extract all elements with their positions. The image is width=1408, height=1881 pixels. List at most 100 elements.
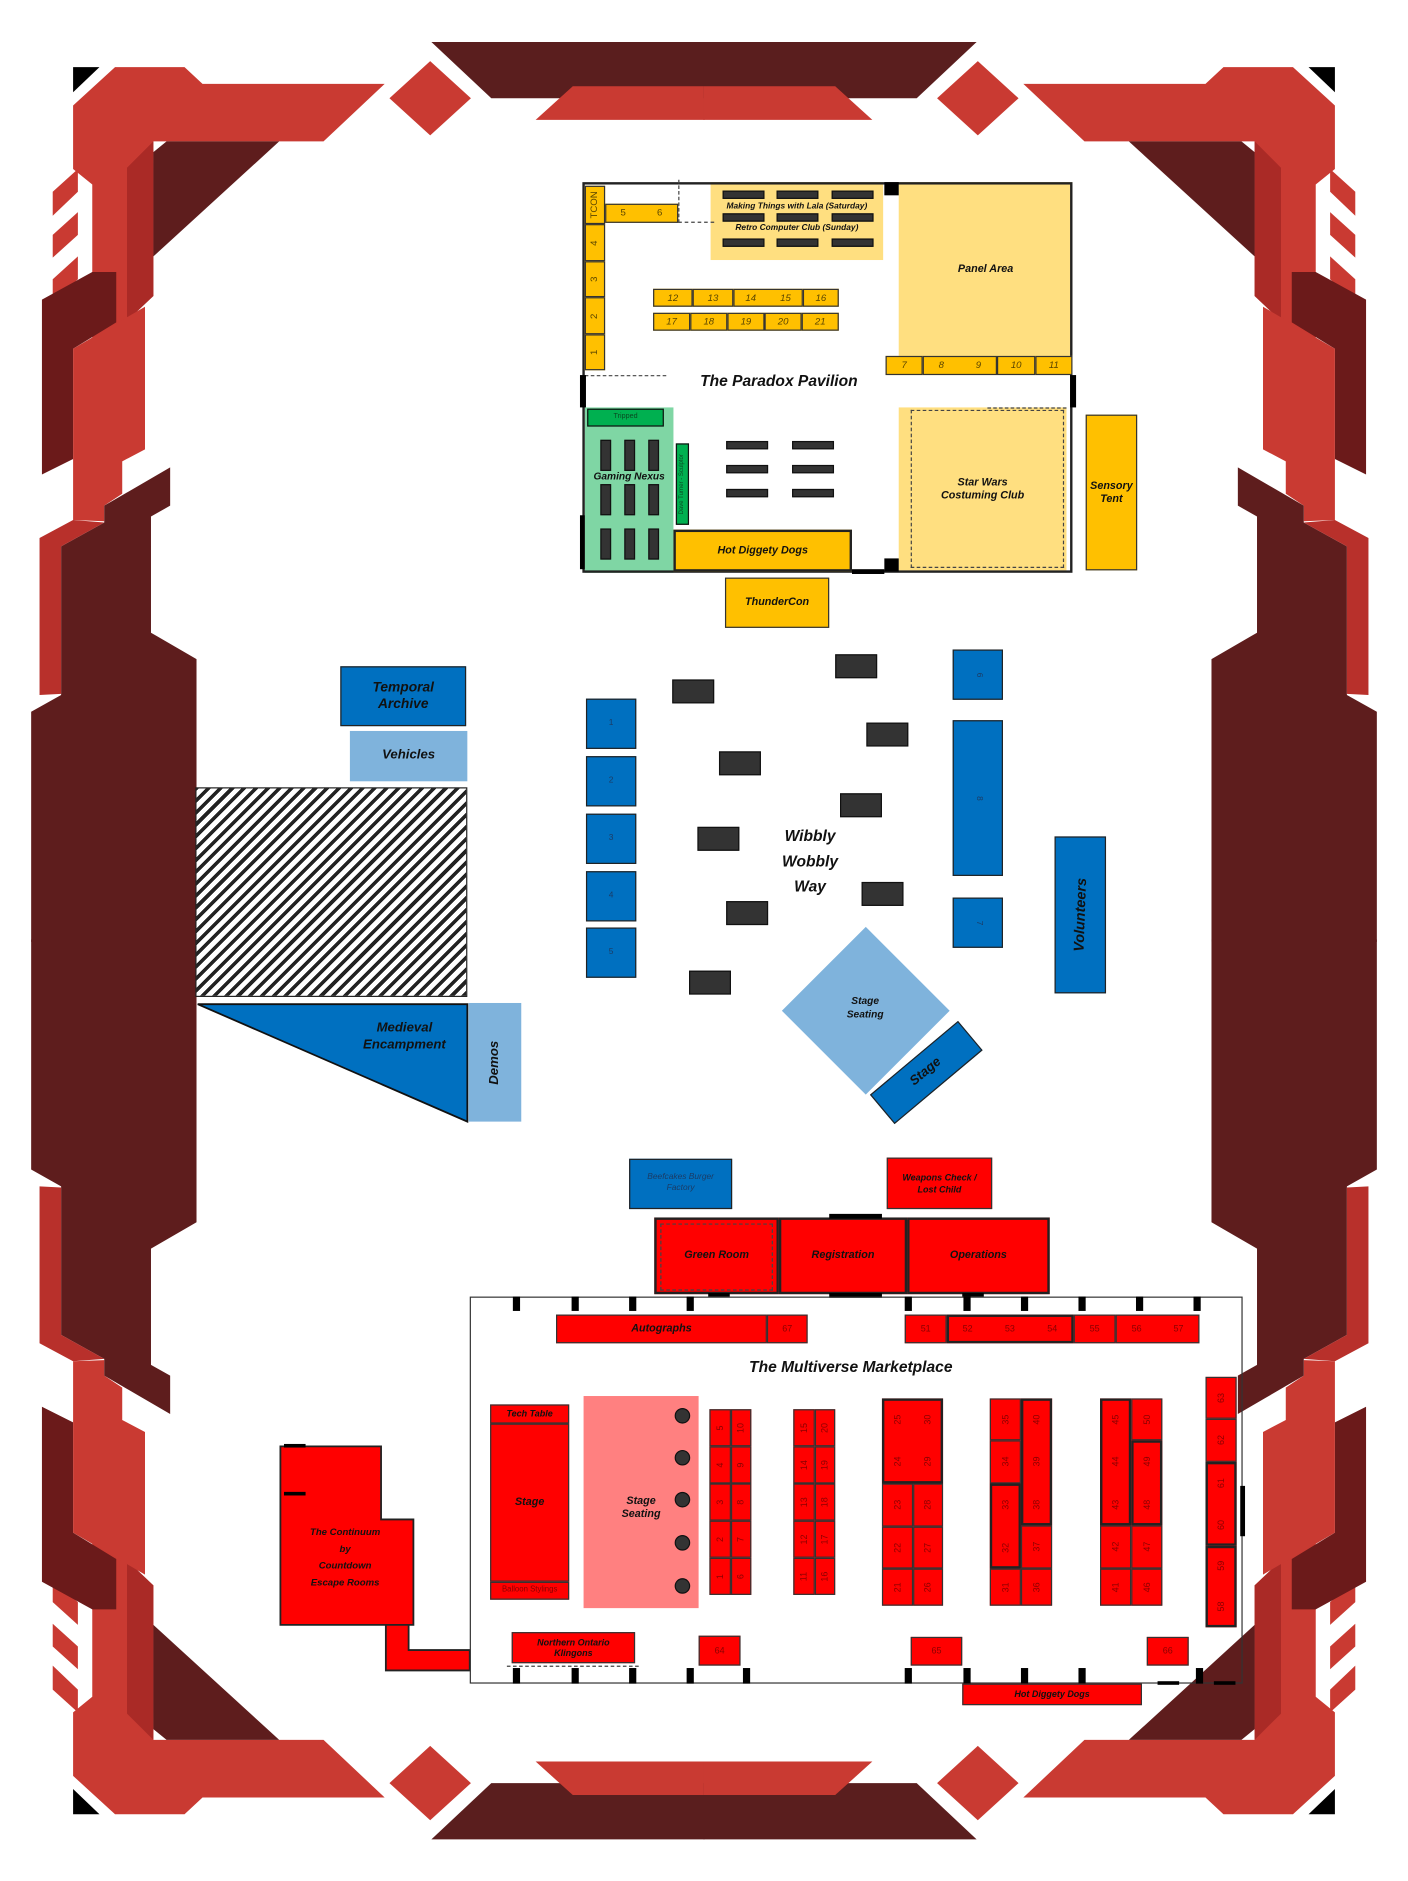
- booth-40: 40: [1021, 1398, 1052, 1440]
- booth-31-label: 31: [999, 1582, 1011, 1593]
- registration-label: Registration: [811, 1249, 875, 1262]
- booth-22-label: 22: [891, 1542, 903, 1553]
- booth-6-label: 6: [735, 1573, 747, 1579]
- booth-tcon-text: TCON: [589, 191, 601, 218]
- booth-2: 2: [709, 1520, 731, 1558]
- medieval-label-label: Medieval: [376, 1021, 433, 1036]
- continuum-label-label: The Continuum: [309, 1526, 381, 1538]
- wall-post: [686, 1668, 694, 1684]
- wall-post: [904, 1668, 912, 1684]
- booth-67-text: 67: [782, 1323, 792, 1334]
- game-table: [624, 439, 636, 471]
- wibbly-booth-1-label: 1: [608, 718, 614, 727]
- booth-66-label: 66: [1162, 1645, 1173, 1657]
- booth-33-label: 33: [999, 1499, 1011, 1510]
- booth-8: 8: [730, 1483, 752, 1521]
- table: [697, 826, 740, 851]
- booth-37-label: 37: [1030, 1542, 1042, 1553]
- booth-12-label: 12: [667, 291, 679, 303]
- booth-63-text: 63: [1215, 1393, 1226, 1403]
- booth-3: 3: [709, 1483, 731, 1521]
- booth-47: 47: [1131, 1525, 1163, 1569]
- table: [672, 679, 715, 704]
- pavilion-title-label: The Paradox Pavilion: [700, 371, 858, 390]
- booth-5-label: 5: [620, 207, 626, 219]
- booth-51: 51: [904, 1314, 947, 1344]
- booth-16-label: 16: [815, 291, 827, 303]
- table: [776, 190, 819, 199]
- booth-27-label: 27: [922, 1542, 933, 1553]
- booth-34: 34: [989, 1440, 1021, 1484]
- booth-43-text: 43: [1110, 1499, 1121, 1509]
- thundercon: ThunderCon: [724, 577, 830, 628]
- hot-diggety-dogs-pavilion: Hot Diggety Dogs: [673, 529, 852, 572]
- door-right: [1240, 1485, 1246, 1537]
- table: [722, 190, 765, 199]
- table: [776, 238, 819, 247]
- booth-2-text: 2: [589, 313, 601, 318]
- booth-62-label: 62: [1215, 1435, 1227, 1446]
- green-room: Green Room: [654, 1217, 779, 1295]
- wall-post: [742, 1668, 751, 1684]
- market-stage: Stage: [490, 1423, 570, 1582]
- booth-63: 63: [1205, 1376, 1237, 1419]
- wall-post: [686, 1296, 694, 1311]
- wall-post: [571, 1296, 579, 1311]
- weapons-check-text: Weapons Check /Lost Child: [902, 1172, 976, 1194]
- booth-60-text: 60: [1215, 1520, 1226, 1530]
- wibbly-booth-8: 8: [952, 720, 1003, 876]
- autographs: Autographs: [556, 1314, 767, 1344]
- wibbly-booth-4-label: 4: [608, 891, 614, 900]
- booth-19-label: 19: [819, 1459, 830, 1470]
- wall-post: [512, 1668, 521, 1684]
- booth-55-label: 55: [1089, 1323, 1100, 1335]
- booth-18: 18: [690, 312, 728, 331]
- volunteers-label: Volunteers: [1070, 877, 1090, 953]
- booth-10-text: 10: [1011, 359, 1022, 371]
- booth-48-label: 48: [1141, 1499, 1152, 1510]
- booth-34-text: 34: [1000, 1457, 1011, 1467]
- table: [792, 464, 835, 474]
- booth-5: 5: [605, 204, 641, 223]
- game-table: [600, 439, 612, 471]
- volunteers: Volunteers: [1054, 836, 1107, 994]
- booth-48: 48: [1131, 1483, 1162, 1526]
- booth-21: 21: [801, 312, 839, 331]
- booth-10-label: 10: [735, 1422, 747, 1433]
- wibbly-booth-3-text: 3: [609, 834, 614, 844]
- temporal-archive-label: Archive: [377, 697, 429, 712]
- booth-42-label: 42: [1110, 1542, 1121, 1553]
- table: [840, 793, 882, 818]
- booth-19-label: 19: [740, 315, 752, 327]
- booth-1-text: 1: [714, 1574, 725, 1579]
- booth-59-58: [1205, 1545, 1237, 1628]
- booth-21: 21: [881, 1568, 913, 1606]
- booth-45-44-43: [1100, 1398, 1132, 1526]
- booth-66-text: 66: [1163, 1646, 1173, 1657]
- dave-turner-booth-label: Dave Turner - Sculptor: [678, 453, 686, 515]
- vehicles-label: Vehicles: [382, 747, 436, 763]
- table: [726, 488, 769, 498]
- booth-7-label: 7: [735, 1536, 747, 1542]
- booth-19: 19: [727, 312, 765, 331]
- booth-57-text: 57: [1174, 1323, 1184, 1334]
- booth-60: 60: [1205, 1504, 1236, 1546]
- booth-52-54: [946, 1314, 1074, 1344]
- booth-7-label: 7: [901, 359, 907, 371]
- wibbly-booth-4: 4: [585, 871, 637, 922]
- booth-9-label: 9: [735, 1462, 747, 1468]
- booth-8-label: 8: [735, 1499, 747, 1505]
- booth-43: 43: [1100, 1483, 1131, 1525]
- door: [829, 1292, 882, 1298]
- door: [283, 1491, 306, 1496]
- booth-1-text: 1: [589, 350, 601, 355]
- weapons-check: Weapons Check /Lost Child: [886, 1157, 993, 1210]
- tripped-booth-label: Tripped: [613, 413, 638, 421]
- booth-15-label: 15: [780, 291, 791, 303]
- booth-23: 23: [881, 1483, 913, 1527]
